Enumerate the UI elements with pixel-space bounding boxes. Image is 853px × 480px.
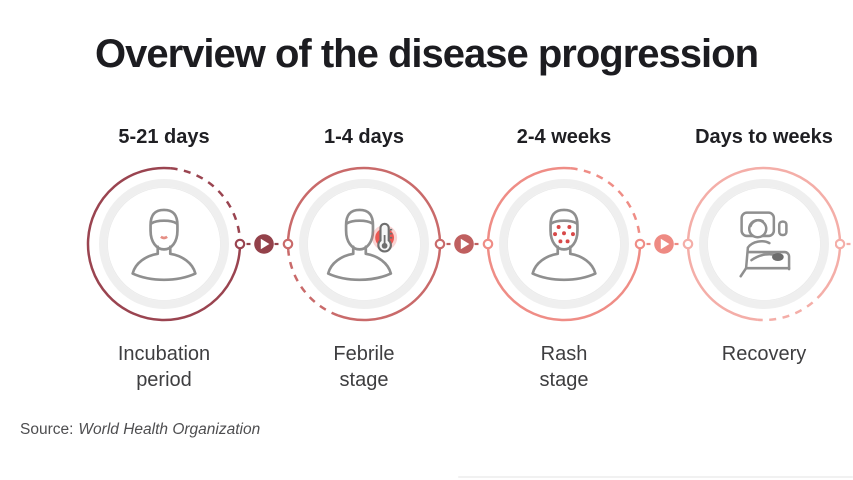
connector-node-left xyxy=(234,238,246,250)
play-triangle xyxy=(260,238,270,250)
fever-thermometer-icon xyxy=(326,208,398,282)
stages-row: 5-21 days Incubat xyxy=(64,124,853,424)
stage-ring xyxy=(286,166,442,322)
stage-circle xyxy=(84,164,244,324)
stage-column-incubation: 5-21 days Incubat xyxy=(64,124,264,424)
duration-label: 5-21 days xyxy=(118,126,210,148)
page-title: Overview of the disease progression xyxy=(94,32,759,76)
incubation-person-icon xyxy=(131,208,197,282)
rash-face-icon xyxy=(531,208,597,282)
stage-circle xyxy=(284,164,444,324)
stage-ring xyxy=(486,166,642,322)
stage-column-rash: 2-4 weeks xyxy=(464,124,664,424)
source-organization: World Health Organization xyxy=(78,421,261,438)
connector-end-stub xyxy=(835,238,853,250)
source-label: Source: xyxy=(20,421,74,438)
connector-node-left xyxy=(434,238,446,250)
duration-label: 1-4 days xyxy=(323,126,405,148)
connector-node-right xyxy=(482,238,494,250)
connector-2 xyxy=(434,234,494,254)
connector-node-right xyxy=(682,238,694,250)
stage-ring xyxy=(686,166,842,322)
face-mark xyxy=(160,235,168,240)
play-triangle xyxy=(460,238,470,250)
stage-column-recovery: Days to weeks xyxy=(664,124,853,424)
stage-circle xyxy=(684,164,844,324)
thermometer-glyph xyxy=(372,222,398,253)
stage-label: Recovery xyxy=(721,343,807,365)
recovery-bed-icon xyxy=(739,211,791,278)
rash-dots xyxy=(553,225,575,244)
duration-label: 2-4 weeks xyxy=(516,126,612,148)
stage-circle xyxy=(484,164,644,324)
stage-ring xyxy=(86,166,242,322)
duration-label: Days to weeks xyxy=(695,126,833,148)
source-line: Source:World Health Organization xyxy=(20,421,260,439)
connector-1 xyxy=(234,234,294,254)
play-triangle xyxy=(660,238,670,250)
stage-label: Febrile stage xyxy=(333,343,395,391)
connector-node-right xyxy=(282,238,294,250)
connector-node xyxy=(835,238,846,250)
stage-label: Incubation period xyxy=(117,343,211,391)
connector-node-left xyxy=(634,238,646,250)
bottom-divider xyxy=(458,476,853,478)
arm-cuff xyxy=(772,252,784,262)
stage-label: Rash stage xyxy=(539,343,589,391)
stage-column-febrile: 1-4 days xyxy=(264,124,464,424)
connector-3 xyxy=(634,234,694,254)
